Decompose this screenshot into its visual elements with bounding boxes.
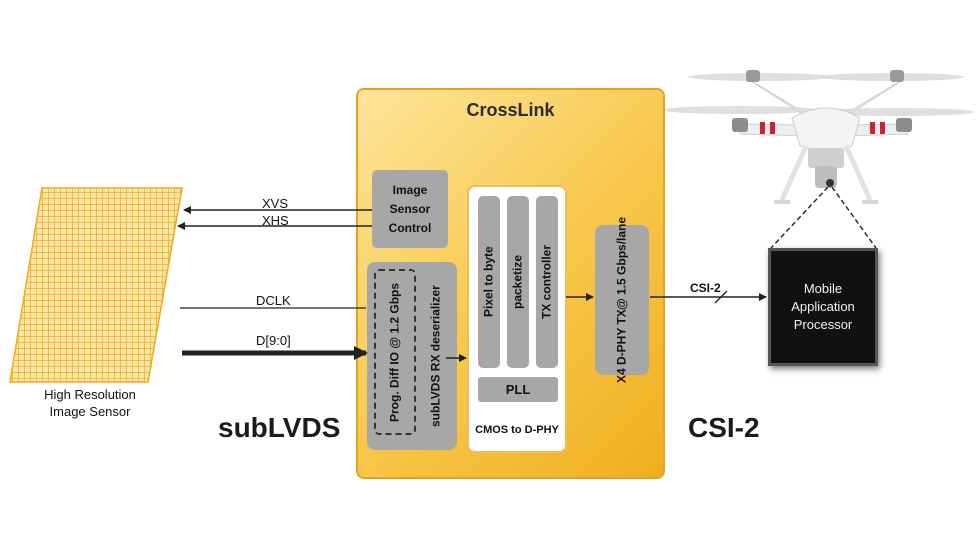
csi2-bus-slash — [714, 290, 728, 304]
xvs-label: XVS — [262, 196, 289, 211]
crosslink-title: CrossLink — [466, 100, 555, 120]
mobile-application-processor: Mobile Application Processor — [768, 248, 878, 366]
cmos-to-dphy-label: CMOS to D-PHY — [475, 424, 559, 436]
sensor-label-line-1: High Resolution — [44, 387, 136, 402]
sublvds-caption: subLVDS — [218, 412, 341, 443]
processor-line-1: Mobile — [803, 281, 843, 296]
isc-line-3: Control — [388, 220, 432, 235]
processor-line-3: Processor — [793, 317, 853, 332]
sublvds-rx-block — [367, 262, 457, 450]
dclk-label: DCLK — [256, 293, 291, 308]
data-bus-label: D[9:0] — [256, 333, 291, 348]
sensor-label: High Resolution Image Sensor — [20, 386, 160, 420]
sensor-label-line-2: Image Sensor — [49, 404, 131, 419]
pll-block: PLL — [478, 377, 558, 402]
isc-line-2: Sensor — [389, 201, 431, 216]
csi2-caption: CSI-2 — [688, 412, 760, 443]
xhs-label: XHS — [262, 213, 289, 228]
image-sensor-control-block: Image Sensor Control — [372, 170, 448, 248]
processor-line-2: Application — [791, 299, 855, 314]
prog-diff-io-block — [374, 269, 416, 435]
isc-line-1: Image — [392, 182, 428, 197]
csi2-link-label: CSI-2 — [690, 281, 721, 295]
